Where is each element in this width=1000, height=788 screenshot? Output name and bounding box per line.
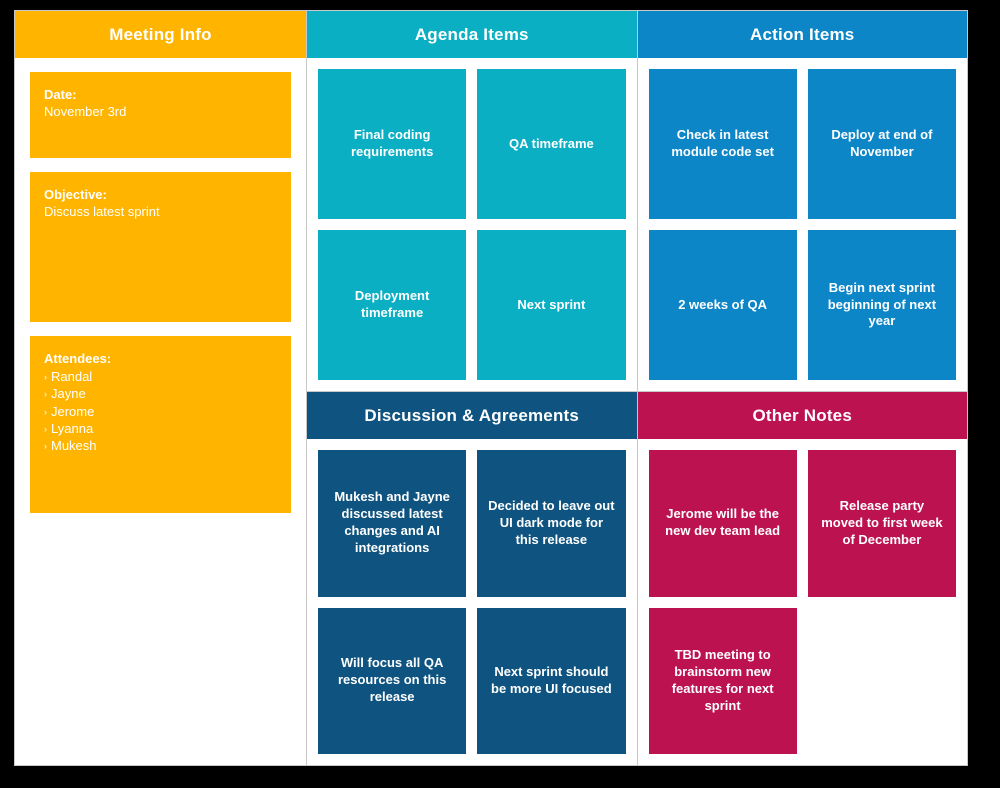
attendee-name: Jayne <box>51 386 86 402</box>
discussion-agreements-body: Mukesh and Jayne discussed latest change… <box>307 439 637 765</box>
objective-card[interactable]: Objective: Discuss latest sprint <box>30 172 291 322</box>
action-items-body: Check in latest module code set Deploy a… <box>638 58 968 391</box>
other-note-card-empty-slot <box>808 608 956 755</box>
chevron-right-icon: › <box>44 389 47 400</box>
other-note-card[interactable]: Release party moved to first week of Dec… <box>807 450 956 597</box>
chevron-right-icon: › <box>44 424 47 434</box>
objective-label: Objective: <box>44 187 107 202</box>
chevron-right-icon: › <box>44 406 47 417</box>
meeting-notes-board: Meeting Info Date: November 3rd Objectiv… <box>14 10 968 766</box>
list-item: › Lyanna <box>44 420 277 437</box>
other-notes-panel: Other Notes Jerome will be the new dev t… <box>637 392 968 765</box>
discussion-agreements-panel: Discussion & Agreements Mukesh and Jayne… <box>307 392 638 765</box>
attendee-name: Lyanna <box>51 421 94 436</box>
agenda-items-header: Agenda Items <box>307 11 637 58</box>
attendee-name: Mukesh <box>51 438 97 454</box>
other-notes-header: Other Notes <box>637 392 967 439</box>
date-value: November 3rd <box>44 104 127 120</box>
discussion-card[interactable]: Next sprint should be more UI focused <box>477 607 626 754</box>
meeting-info-panel: Meeting Info Date: November 3rd Objectiv… <box>15 11 307 765</box>
agenda-card[interactable]: Final coding requirements <box>318 69 467 219</box>
attendee-name: Jerome <box>51 403 95 419</box>
discussion-card[interactable]: Decided to leave out UI dark mode for th… <box>477 450 626 597</box>
chevron-right-icon: › <box>44 441 47 452</box>
discussion-card[interactable]: Mukesh and Jayne discussed latest change… <box>318 450 467 597</box>
meeting-info-body: Date: November 3rd Objective: Discuss la… <box>15 58 306 765</box>
board-right-side: Agenda Items Final coding requirements Q… <box>307 11 967 765</box>
list-item: › Randal <box>44 368 277 385</box>
meeting-info-header: Meeting Info <box>15 11 306 58</box>
discussion-agreements-header: Discussion & Agreements <box>307 392 637 439</box>
date-label: Date: <box>44 87 77 102</box>
bottom-row: Discussion & Agreements Mukesh and Jayne… <box>307 392 967 765</box>
attendees-label: Attendees: <box>44 351 112 366</box>
other-note-card[interactable]: TBD meeting to brainstorm new features f… <box>648 607 797 754</box>
other-notes-body: Jerome will be the new dev team lead Rel… <box>638 439 968 765</box>
action-card[interactable]: Deploy at end of November <box>807 69 956 219</box>
top-row: Agenda Items Final coding requirements Q… <box>307 11 967 392</box>
objective-value: Discuss latest sprint <box>44 204 160 220</box>
date-card[interactable]: Date: November 3rd <box>30 72 291 158</box>
list-item: › Jayne <box>44 385 277 402</box>
action-card[interactable]: 2 weeks of QA <box>648 230 797 380</box>
chevron-right-icon: › <box>44 372 47 383</box>
agenda-items-panel: Agenda Items Final coding requirements Q… <box>307 11 638 391</box>
discussion-card[interactable]: Will focus all QA resources on this rele… <box>318 607 467 754</box>
agenda-card[interactable]: Deployment timeframe <box>318 230 467 380</box>
action-items-header: Action Items <box>637 11 967 58</box>
agenda-card[interactable]: Next sprint <box>477 230 626 380</box>
action-card[interactable]: Check in latest module code set <box>648 69 797 219</box>
action-card[interactable]: Begin next sprint beginning of next year <box>807 230 956 380</box>
action-items-panel: Action Items Check in latest module code… <box>637 11 968 391</box>
attendees-list: › Randal › Jayne › Jerome › Lyanna <box>44 368 277 454</box>
attendee-name: Randal <box>51 369 93 385</box>
agenda-items-body: Final coding requirements QA timeframe D… <box>307 58 637 391</box>
agenda-card[interactable]: QA timeframe <box>477 69 626 219</box>
list-item: › Jerome <box>44 403 277 420</box>
other-note-card[interactable]: Jerome will be the new dev team lead <box>648 450 797 597</box>
attendees-card[interactable]: Attendees: › Randal › Jayne › Jerome <box>30 336 291 513</box>
list-item: › Mukesh <box>44 437 277 454</box>
